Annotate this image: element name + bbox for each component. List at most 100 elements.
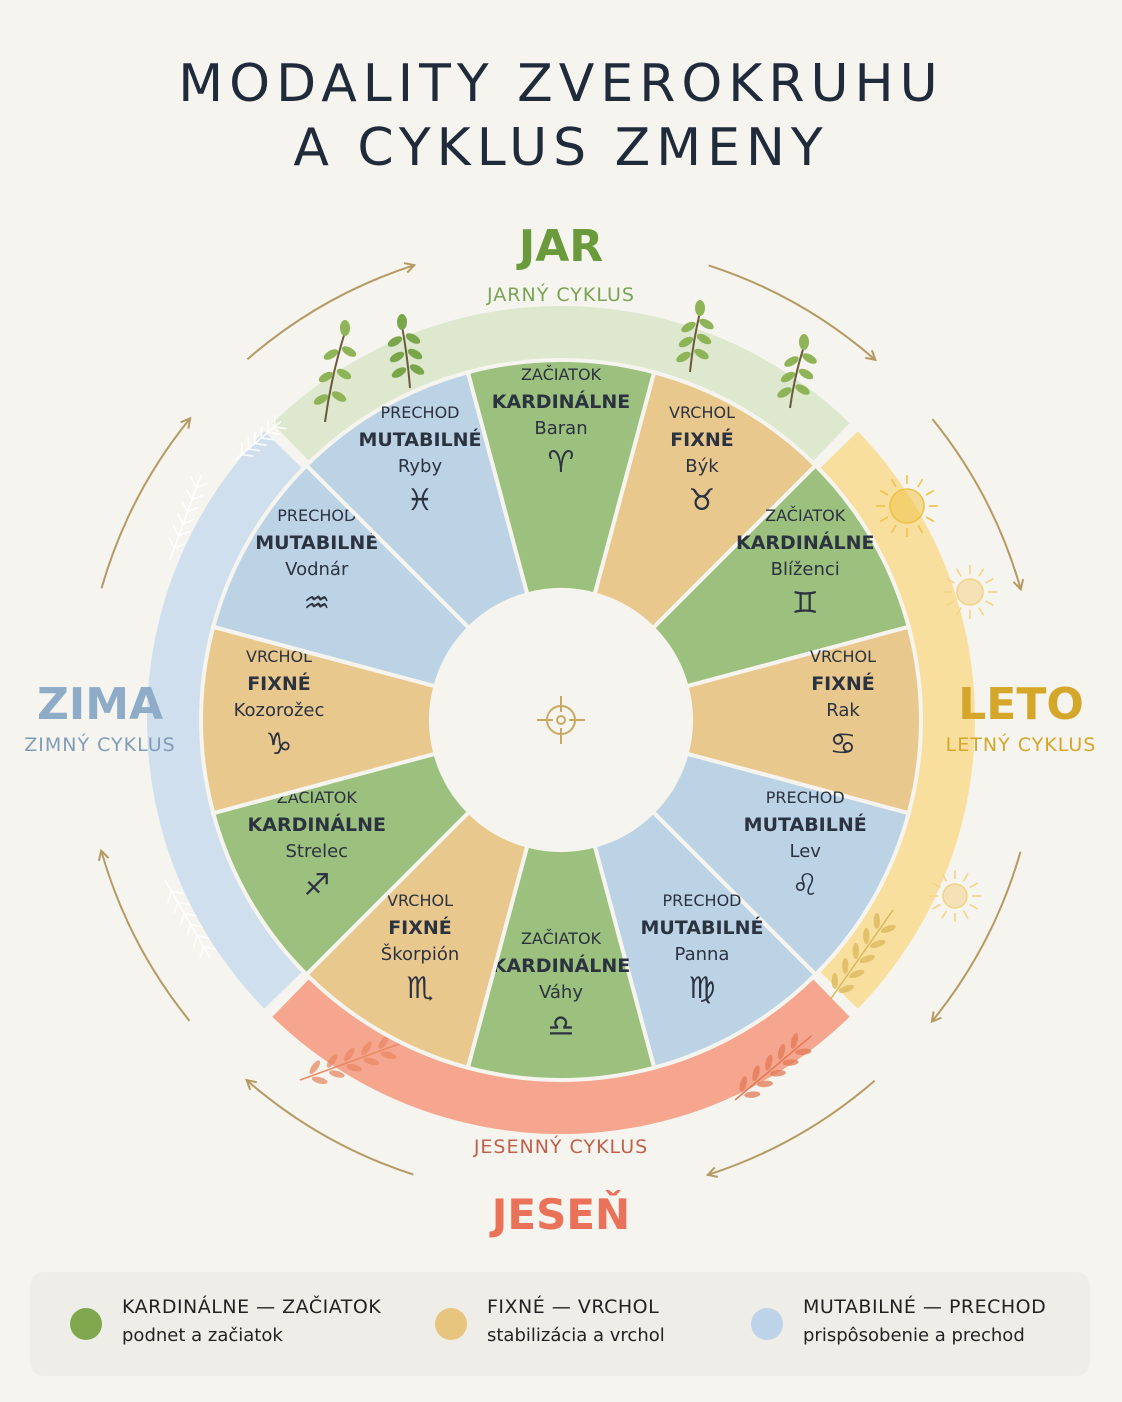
sign-phase: PRECHOD (381, 403, 460, 422)
sign-phase: ZAČIATOK (521, 929, 602, 948)
sign-modality: FIXNÉ (388, 916, 452, 939)
season-arrow (708, 264, 875, 359)
sign-modality: KARDINÁLNE (736, 531, 875, 554)
season-spring-title: JAR (518, 221, 604, 272)
sign-phase: VRCHOL (246, 647, 312, 666)
season-arrow (246, 265, 413, 361)
page-title: MODALITY ZVEROKRUHU A CYKLUS ZMENY (0, 52, 1122, 180)
sign-name: Strelec (286, 841, 349, 862)
decorations (164, 300, 997, 1101)
sign-modality: FIXNÉ (247, 672, 311, 695)
sign-phase: VRCHOL (810, 647, 876, 666)
legend-desc: stabilizácia a vrchol (487, 1325, 665, 1346)
legend-dot-mutable (751, 1308, 783, 1340)
sign-name: Baran (534, 418, 587, 439)
legend-dot-cardinal (70, 1308, 102, 1340)
sign-glyph: ♐ (303, 868, 330, 903)
sun-icon (929, 870, 981, 922)
title-line-1: MODALITY ZVEROKRUHU (178, 54, 944, 114)
season-ring-spring (272, 305, 850, 467)
legend-title: KARDINÁLNE — ZAČIATOK (122, 1296, 382, 1318)
sign-glyph: ♈ (548, 445, 575, 480)
sun-icon (943, 565, 997, 619)
legend-desc: prispôsobenie a prechod (803, 1325, 1025, 1346)
sign-name: Býk (685, 456, 719, 477)
season-spring-cycle: JARNÝ CYKLUS (487, 284, 635, 306)
sign-phase: ZAČIATOK (765, 506, 846, 525)
sign-name: Kozorožec (234, 700, 325, 721)
sign-modality: MUTABILNÉ (744, 813, 867, 836)
autumn-leaves-icon (734, 1033, 813, 1101)
sign-segment-2: VRCHOL FIXNÉ Býk ♉ (592, 369, 819, 631)
sign-glyph: ♒ (303, 586, 330, 621)
sign-name: Váhy (539, 982, 583, 1003)
season-arrow (247, 1081, 414, 1176)
sign-name: Blíženci (771, 559, 840, 580)
season-winter-cycle: ZIMNÝ CYKLUS (24, 734, 176, 756)
center-hub (431, 590, 691, 850)
sign-glyph: ♋ (830, 727, 857, 762)
legend-desc: podnet a začiatok (122, 1325, 283, 1346)
sign-name: Ryby (398, 456, 443, 477)
sign-glyph: ♓ (407, 483, 434, 518)
season-ring-winter (146, 431, 308, 1009)
sign-phase: PRECHOD (766, 788, 845, 807)
sign-glyph: ♏ (407, 971, 434, 1006)
season-summer-cycle: LETNÝ CYKLUS (945, 734, 1097, 756)
sign-name: Rak (826, 700, 860, 721)
branch-icon (777, 334, 817, 409)
sign-glyph: ♉ (689, 483, 716, 518)
sign-phase: PRECHOD (663, 891, 742, 910)
leaf-icon (387, 314, 425, 389)
sign-phase: PRECHOD (277, 506, 356, 525)
sign-glyph: ♑ (266, 727, 293, 762)
sign-modality: MUTABILNÉ (358, 428, 481, 451)
season-arrow (102, 852, 191, 1022)
season-arrow (100, 419, 190, 589)
sign-name: Panna (675, 944, 730, 965)
sign-segment-11: PRECHOD MUTABILNÉ Vodnár ♒ (210, 462, 472, 689)
sign-phase: VRCHOL (669, 403, 735, 422)
sign-segment-10: VRCHOL FIXNÉ Kozorožec ♑ (199, 624, 438, 816)
sign-modality: KARDINÁLNE (248, 813, 387, 836)
season-autumn-title: JESEŇ (491, 1190, 631, 1239)
autumn-leaves-icon (299, 1035, 404, 1085)
sign-glyph: ♌ (792, 868, 819, 903)
season-winter-title: ZIMA (36, 679, 164, 730)
sign-phase: ZAČIATOK (521, 365, 602, 384)
target-icon (537, 696, 585, 744)
sign-segment-1: ZAČIATOK KARDINÁLNE Baran ♈ (465, 358, 657, 597)
season-rings (146, 305, 976, 1135)
sign-segment-12: PRECHOD MUTABILNÉ Ryby ♓ (303, 369, 530, 631)
sign-modality: FIXNÉ (811, 672, 875, 695)
title-line-2: A CYKLUS ZMENY (293, 118, 829, 178)
season-arrows (102, 265, 1021, 1174)
season-autumn-cycle: JESENNÝ CYKLUS (473, 1136, 649, 1158)
sign-modality: KARDINÁLNE (492, 390, 631, 413)
branch-icon (676, 300, 714, 373)
sign-name: Škorpión (381, 943, 459, 965)
sign-glyph: ♎ (548, 1009, 575, 1044)
season-arrow (709, 1079, 876, 1175)
season-summer-title: LETO (958, 679, 1084, 730)
season-arrow (932, 851, 1022, 1021)
sign-modality: FIXNÉ (670, 428, 734, 451)
sign-modality: MUTABILNÉ (255, 531, 378, 554)
branch-icon (313, 320, 357, 423)
frost-icon (234, 414, 287, 461)
frost-icon (164, 879, 216, 959)
sign-segments: ZAČIATOK KARDINÁLNE Baran ♈ VRCHOL FIXNÉ Býk ♉ Z… (199, 358, 923, 1082)
golden-leaves-icon (829, 909, 896, 1001)
sign-modality: MUTABILNÉ (640, 916, 763, 939)
legend-title: FIXNÉ — VRCHOL (487, 1296, 660, 1318)
sign-glyph: ♍ (689, 971, 716, 1006)
season-arrow (931, 418, 1020, 588)
frost-icon (167, 475, 208, 561)
season-ring-autumn (272, 973, 850, 1135)
legend: KARDINÁLNE — ZAČIATOK podnet a začiatok … (30, 1272, 1090, 1376)
sign-name: Vodnár (285, 559, 349, 580)
season-ring-summer (814, 431, 976, 1009)
sign-modality: KARDINÁLNE (492, 954, 631, 977)
sign-phase: VRCHOL (387, 891, 453, 910)
